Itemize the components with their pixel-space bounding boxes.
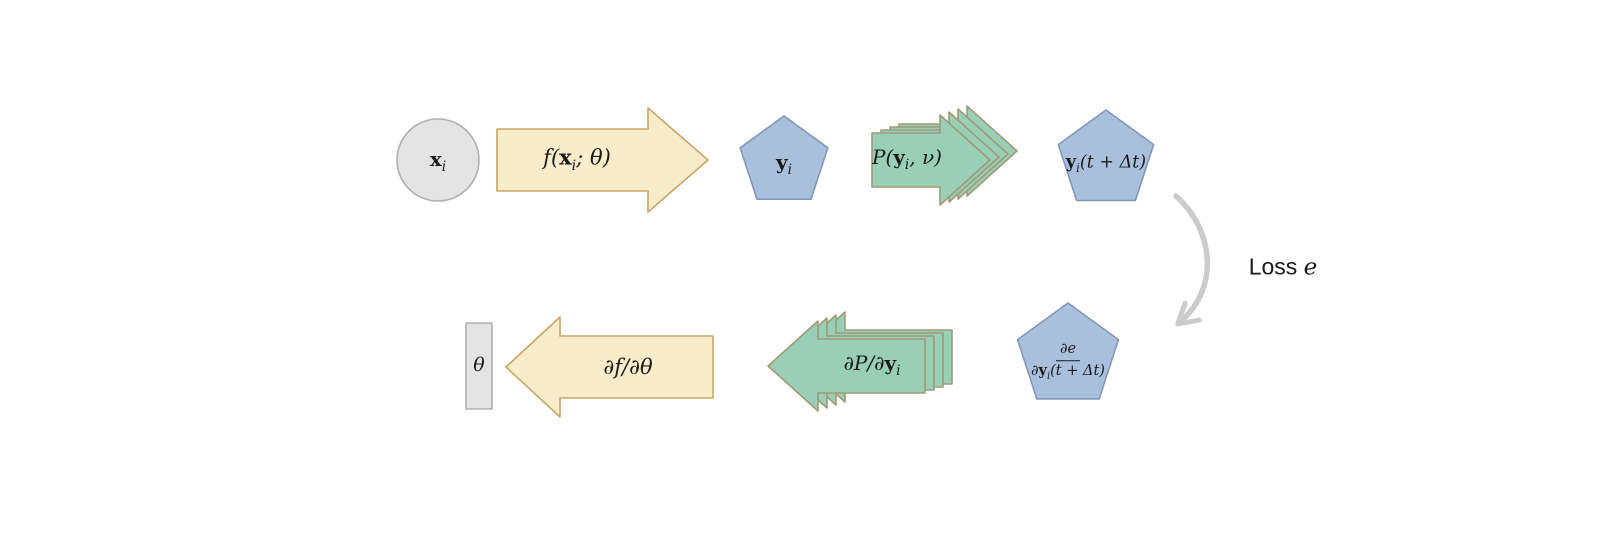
physics-backward-label: ∂P/∂yi <box>843 351 901 380</box>
theta-node-rect <box>465 322 493 410</box>
prediction-node-pentagon <box>739 115 829 200</box>
physics-forward-arrow <box>871 114 991 206</box>
network-forward-arrow <box>496 107 709 213</box>
theta-node-label: θ <box>473 354 485 377</box>
physics-backward-arrow <box>767 320 926 412</box>
evolved-node-label: yi(t + Δt) <box>1065 152 1147 175</box>
gradient-node-label: ∂e ∂yi(t + Δt) <box>1031 340 1105 384</box>
evolved-node-pentagon <box>1057 109 1155 202</box>
network-backward-label: ∂f/∂θ <box>603 354 653 379</box>
network-backward-arrow <box>505 316 714 418</box>
gradient-denominator: ∂yi(t + Δt) <box>1031 362 1105 382</box>
physics-forward-label: P(yi, ν) <box>872 145 942 174</box>
network-forward-label: f(xi; θ) <box>543 144 611 174</box>
physics-backward-arrow-group <box>767 311 953 412</box>
loss-curve-arrow <box>1173 193 1211 327</box>
gradient-node-pentagon <box>1016 302 1120 400</box>
loss-label: Loss e <box>1248 253 1318 281</box>
input-node-circle <box>396 118 480 202</box>
physics-forward-arrow-group <box>871 105 1018 206</box>
gradient-numerator: ∂e <box>1055 340 1081 362</box>
input-node-label: xi <box>429 147 447 176</box>
prediction-node-label: yi <box>776 150 792 179</box>
